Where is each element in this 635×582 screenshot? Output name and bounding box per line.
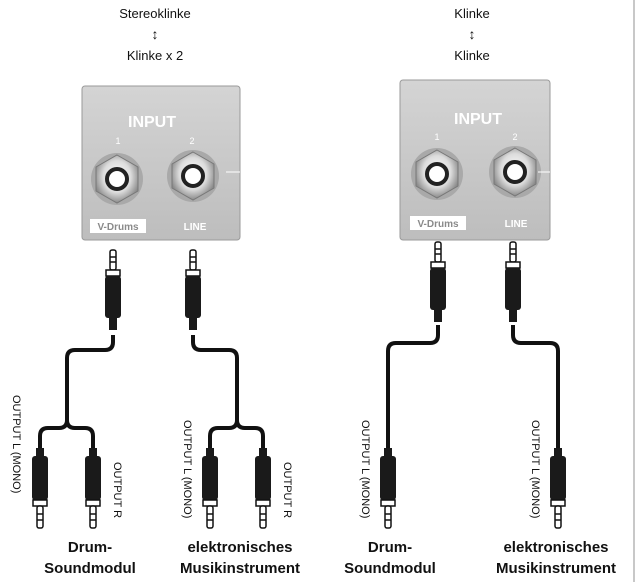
right-updown-arrow-icon: ↕ bbox=[468, 26, 476, 42]
left-device-2-line-1: elektronisches bbox=[187, 539, 293, 556]
right-port1-number: 1 bbox=[434, 132, 439, 142]
left-input-panel: INPUT 1 2 V-Drums LINE bbox=[81, 85, 241, 241]
left-port2-label: LINE bbox=[184, 222, 207, 233]
right-plug-label-a: OUTPUT L (MONO) bbox=[359, 420, 371, 519]
left-plug-label-r: OUTPUT R bbox=[111, 462, 123, 519]
right-input-plug-2-icon bbox=[505, 241, 521, 322]
right-port2-number: 2 bbox=[512, 132, 517, 142]
right-output-plug-b-icon bbox=[550, 448, 566, 529]
left-b-output-plug-l-icon bbox=[202, 448, 218, 529]
right-top-label-2: Klinke bbox=[454, 48, 490, 63]
left-device-2-label: elektronisches Musikinstrument bbox=[160, 537, 320, 579]
right-output-plug-a-icon bbox=[380, 448, 396, 529]
right-device-2-label: elektronisches Musikinstrument bbox=[476, 537, 635, 579]
left-plug-label-l: OUTPUT L (MONO) bbox=[10, 395, 22, 494]
right-plug-label-b: OUTPUT L (MONO) bbox=[529, 420, 541, 519]
left-port1-number: 1 bbox=[115, 136, 120, 146]
left-top-label-1: Stereoklinke bbox=[119, 6, 191, 21]
left-panel-title: INPUT bbox=[128, 114, 176, 131]
left-output-plug-l-icon bbox=[32, 448, 48, 529]
right-jack-2-icon bbox=[489, 146, 541, 198]
left-updown-arrow-icon: ↕ bbox=[151, 26, 159, 42]
left-device-1-line-2: Soundmodul bbox=[44, 560, 136, 577]
right-top-label-1: Klinke bbox=[454, 6, 490, 21]
left-input-plug-1-icon bbox=[105, 249, 121, 330]
right-device-2-line-1: elektronisches bbox=[503, 539, 609, 556]
right-panel-title: INPUT bbox=[454, 111, 502, 128]
right-device-1-line-2: Soundmodul bbox=[344, 560, 436, 577]
right-input-plug-1-icon bbox=[430, 241, 446, 322]
right-device-1-line-1: Drum- bbox=[367, 539, 413, 556]
right-input-panel: INPUT 1 2 V-Drums LINE bbox=[399, 79, 551, 241]
left-jack-1-icon bbox=[91, 153, 143, 205]
left-device-1-label: Drum- Soundmodul bbox=[30, 537, 150, 579]
left-jack-2-icon bbox=[167, 150, 219, 202]
left-port1-label: V-Drums bbox=[97, 222, 139, 233]
left-input-plug-2-icon bbox=[185, 249, 201, 330]
right-device-1-label: Drum- Soundmodul bbox=[330, 537, 450, 579]
left-output-plug-r-icon bbox=[85, 448, 101, 529]
right-port1-label: V-Drums bbox=[417, 219, 459, 230]
left-top-label-2: Klinke x 2 bbox=[126, 48, 184, 63]
left-device-1-line-1: Drum- bbox=[67, 539, 113, 556]
left-port2-number: 2 bbox=[189, 136, 194, 146]
right-jack-1-icon bbox=[411, 148, 463, 200]
left-b-plug-label-r: OUTPUT R bbox=[281, 462, 293, 519]
right-device-2-line-2: Musikinstrument bbox=[495, 560, 616, 577]
right-cable-b bbox=[511, 325, 560, 455]
left-b-output-plug-r-icon bbox=[255, 448, 271, 529]
left-device-2-line-2: Musikinstrument bbox=[179, 560, 300, 577]
right-port2-label: LINE bbox=[505, 219, 528, 230]
page-edge bbox=[633, 0, 635, 582]
left-b-plug-label-l: OUTPUT L (MONO) bbox=[181, 420, 193, 519]
left-cable-a bbox=[38, 335, 115, 455]
left-cable-b bbox=[191, 335, 265, 455]
plugs-group bbox=[32, 241, 566, 529]
right-cable-a bbox=[386, 325, 440, 455]
